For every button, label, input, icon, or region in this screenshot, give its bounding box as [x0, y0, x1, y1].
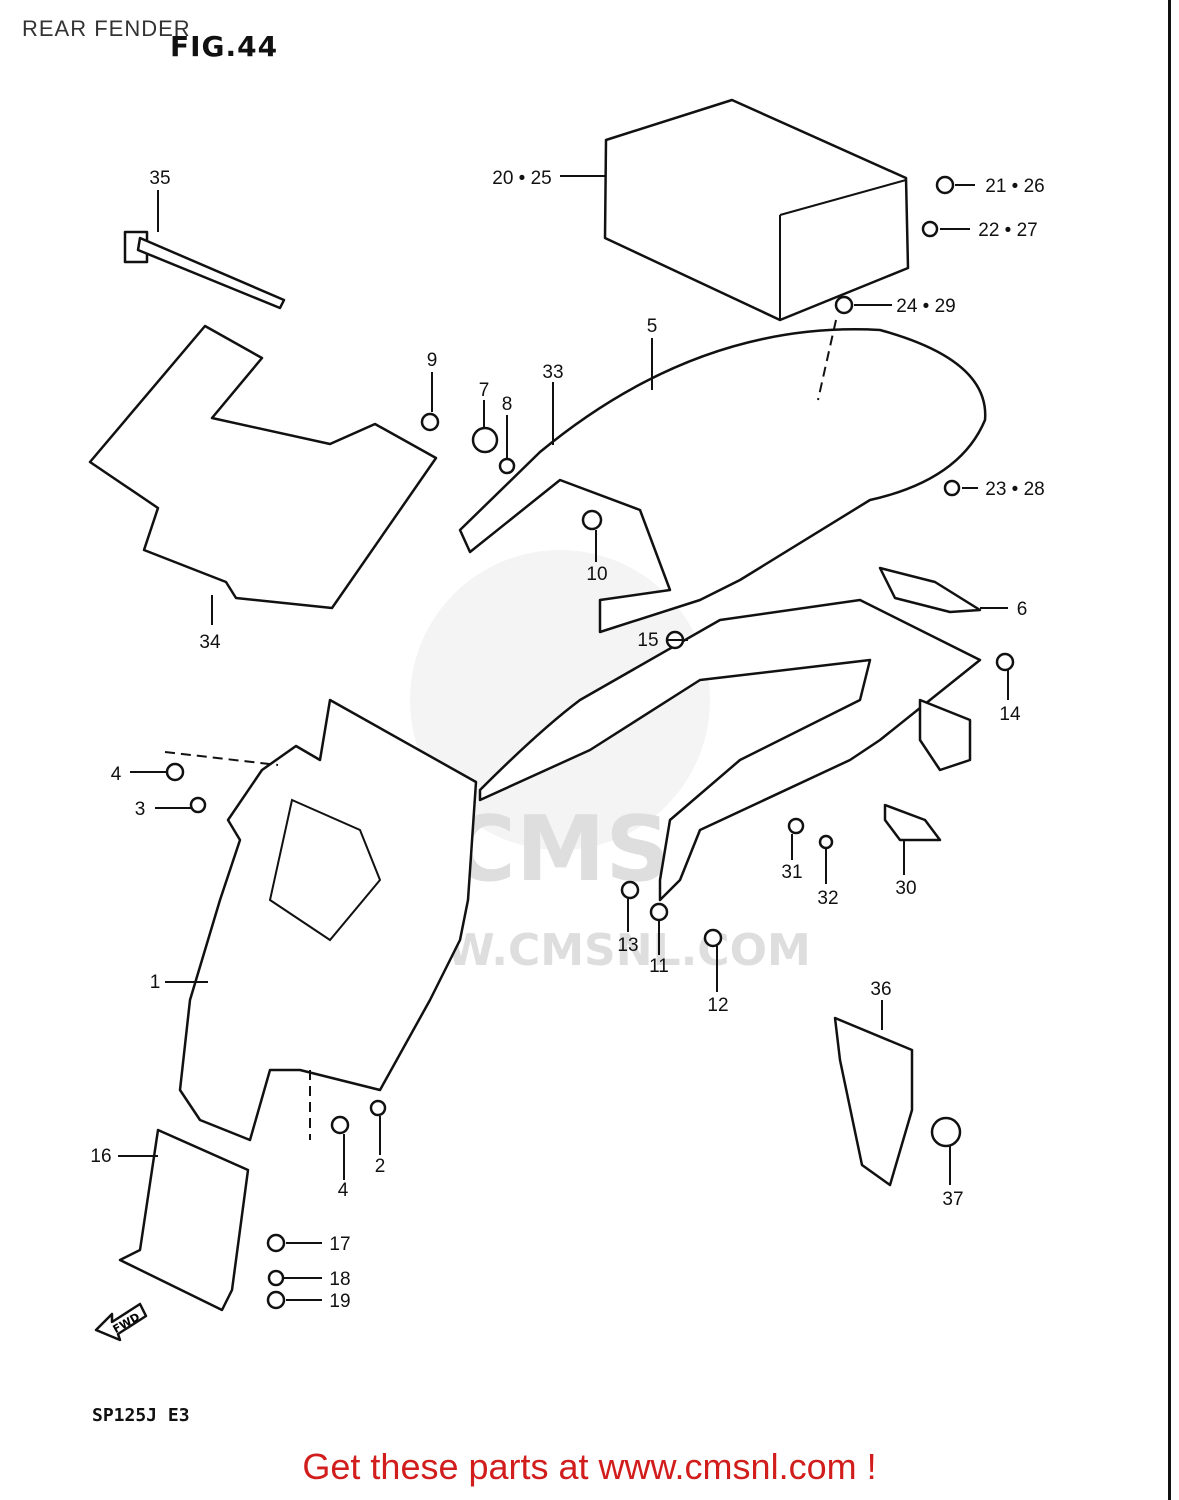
part-rear-frame: [478, 598, 982, 902]
callout-23-28: 23 • 28: [985, 479, 1044, 500]
bolt-9-icon: [420, 412, 440, 432]
callout-34: 34: [199, 632, 221, 653]
page-border: [1168, 0, 1171, 1500]
nut-13-icon: [620, 880, 640, 900]
callout-12: 12: [707, 995, 728, 1016]
callout-2: 2: [375, 1156, 386, 1177]
callout-10: 10: [586, 564, 607, 585]
cushion-37-icon: [930, 1116, 962, 1148]
callout-16: 16: [90, 1146, 111, 1167]
collar-7-icon: [471, 426, 499, 454]
callout-31: 31: [781, 862, 802, 883]
fasteners: [165, 175, 1015, 1310]
bolt-12-icon: [703, 928, 723, 948]
screw-3-icon: [189, 796, 207, 814]
nut-14-icon: [995, 652, 1015, 672]
callout-3: 3: [135, 799, 146, 820]
callout-36: 36: [870, 979, 891, 1000]
part-bracket-6: [878, 566, 1008, 614]
part-mud-guard-plate: [88, 324, 438, 625]
callout-35: 35: [149, 168, 170, 189]
callout-15: 15: [637, 630, 658, 651]
callout-17: 17: [329, 1234, 350, 1255]
bolt-21-26-icon: [935, 175, 955, 195]
part-seat-lock: [883, 803, 942, 875]
part-seat: [560, 98, 910, 322]
cushion-8-icon: [498, 457, 516, 475]
page-title: REAR FENDER: [22, 16, 191, 41]
callout-19: 19: [329, 1291, 350, 1312]
nut-10-icon: [581, 509, 603, 531]
callout-18: 18: [329, 1269, 350, 1290]
callout-33: 33: [542, 362, 563, 383]
screw-17-icon: [266, 1233, 286, 1253]
callout-labels: 35 34 20 • 25 21 • 26 22 • 27 24 • 29 5 …: [90, 168, 1044, 1312]
footer-cta-link[interactable]: Get these parts at www.cmsnl.com !: [302, 1446, 877, 1487]
nut-4-icon: [165, 762, 185, 782]
callout-8: 8: [502, 394, 513, 415]
callout-13: 13: [617, 935, 638, 956]
leader-lines: [130, 184, 1009, 1301]
callout-37: 37: [942, 1189, 963, 1210]
callout-7: 7: [479, 380, 490, 401]
callout-1: 1: [150, 972, 161, 993]
callout-6: 6: [1017, 599, 1028, 620]
callout-21-26: 21 • 26: [985, 176, 1044, 197]
figure-number: FIG.44: [170, 30, 279, 63]
grommet-24-29-icon: [834, 295, 854, 315]
callout-22-27: 22 • 27: [978, 220, 1037, 241]
washer-22-27-icon: [921, 220, 939, 238]
model-code: SP125J E3: [92, 1405, 190, 1426]
part-mud-flap: [118, 1128, 250, 1312]
callout-9: 9: [427, 350, 438, 371]
callout-30: 30: [895, 878, 916, 899]
bolt-2-icon: [369, 1099, 387, 1117]
callout-20-25: 20 • 25: [492, 168, 551, 189]
part-cable-tie: [123, 190, 286, 310]
screw-31-icon: [787, 817, 805, 835]
forward-arrow-icon: FWD: [94, 1302, 148, 1342]
callout-32: 32: [817, 888, 838, 909]
part-side-plate: [833, 1000, 914, 1187]
washer-32-icon: [818, 834, 834, 850]
callout-4-lower: 4: [338, 1180, 349, 1201]
washer-11-icon: [649, 902, 669, 922]
nut-23-28-icon: [943, 479, 961, 497]
part-rear-fender-cover: [458, 328, 987, 634]
callout-4-upper: 4: [111, 764, 122, 785]
washer-19-icon: [266, 1290, 286, 1310]
part-rear-fender: [165, 698, 478, 1142]
nut-4b-icon: [330, 1115, 350, 1135]
callout-24-29: 24 • 29: [896, 296, 955, 317]
callout-14: 14: [999, 704, 1021, 725]
washer-18-icon: [267, 1269, 285, 1287]
callout-11: 11: [649, 956, 669, 977]
callout-5: 5: [647, 316, 658, 337]
